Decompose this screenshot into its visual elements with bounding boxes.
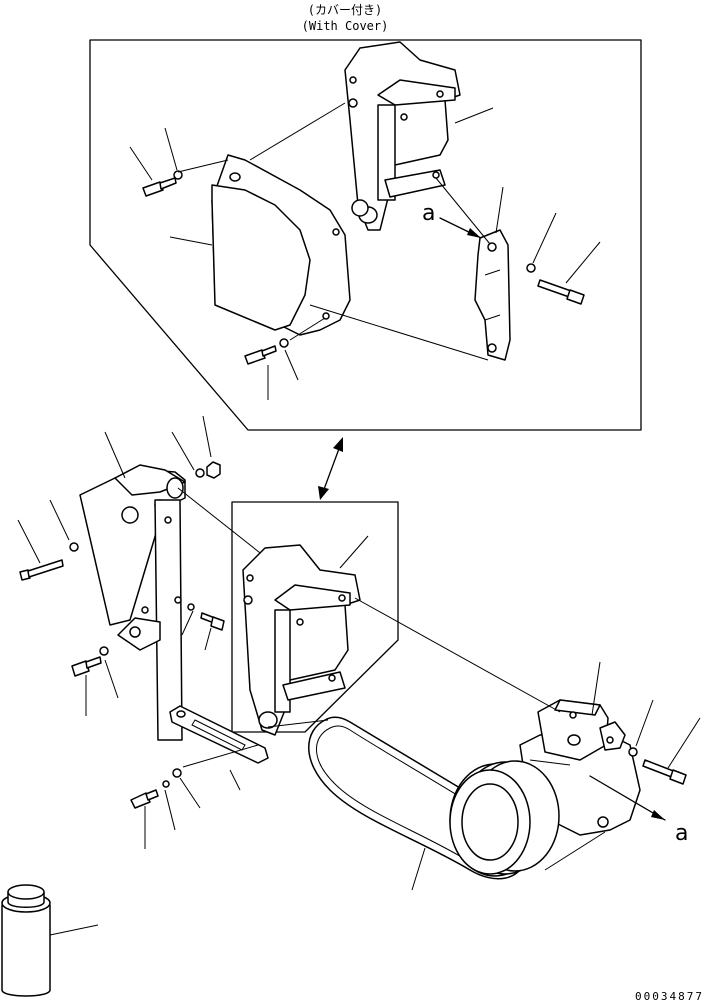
drawing-number: 00034877: [635, 990, 704, 1003]
belt-cover: [211, 154, 351, 336]
detail-frame-bottom: [231, 501, 399, 733]
adhesive-can: [1, 884, 99, 997]
view-marker-bottom: a: [675, 821, 688, 846]
bracket-bottom: [242, 535, 369, 736]
view-marker-top: a: [422, 201, 435, 226]
plate-bracket-top: [474, 229, 511, 361]
bracket-top: [344, 41, 461, 231]
adjust-plate: [169, 705, 269, 764]
cover-caption-jp: (カバー付き): [308, 3, 382, 17]
cover-assembly-top: a: [129, 41, 601, 400]
bolt-compressor: [628, 747, 687, 785]
bracket-assembly-left: [79, 464, 186, 741]
leader-lines-top: [129, 102, 601, 400]
bolt-left-1: [19, 542, 79, 581]
leader-lines-left: [17, 415, 270, 849]
bolt-left-2: [71, 646, 109, 677]
bolt-top-left: [142, 170, 183, 197]
bolt-top-lower: [244, 338, 289, 365]
exchange-arrow: [318, 437, 343, 500]
cover-caption-en: (With Cover): [302, 19, 389, 33]
bolt-left-3: [187, 603, 225, 631]
leader-lines-compressor: [267, 597, 701, 769]
view-arrow-bottom: a: [589, 775, 688, 846]
bolt-plate: [130, 768, 182, 809]
bolt-top-right: [526, 263, 585, 305]
compressor: [449, 699, 641, 877]
detail-frame-top: [89, 39, 642, 431]
view-arrow-top: a: [422, 201, 482, 239]
washers-nut-top: [195, 461, 221, 479]
